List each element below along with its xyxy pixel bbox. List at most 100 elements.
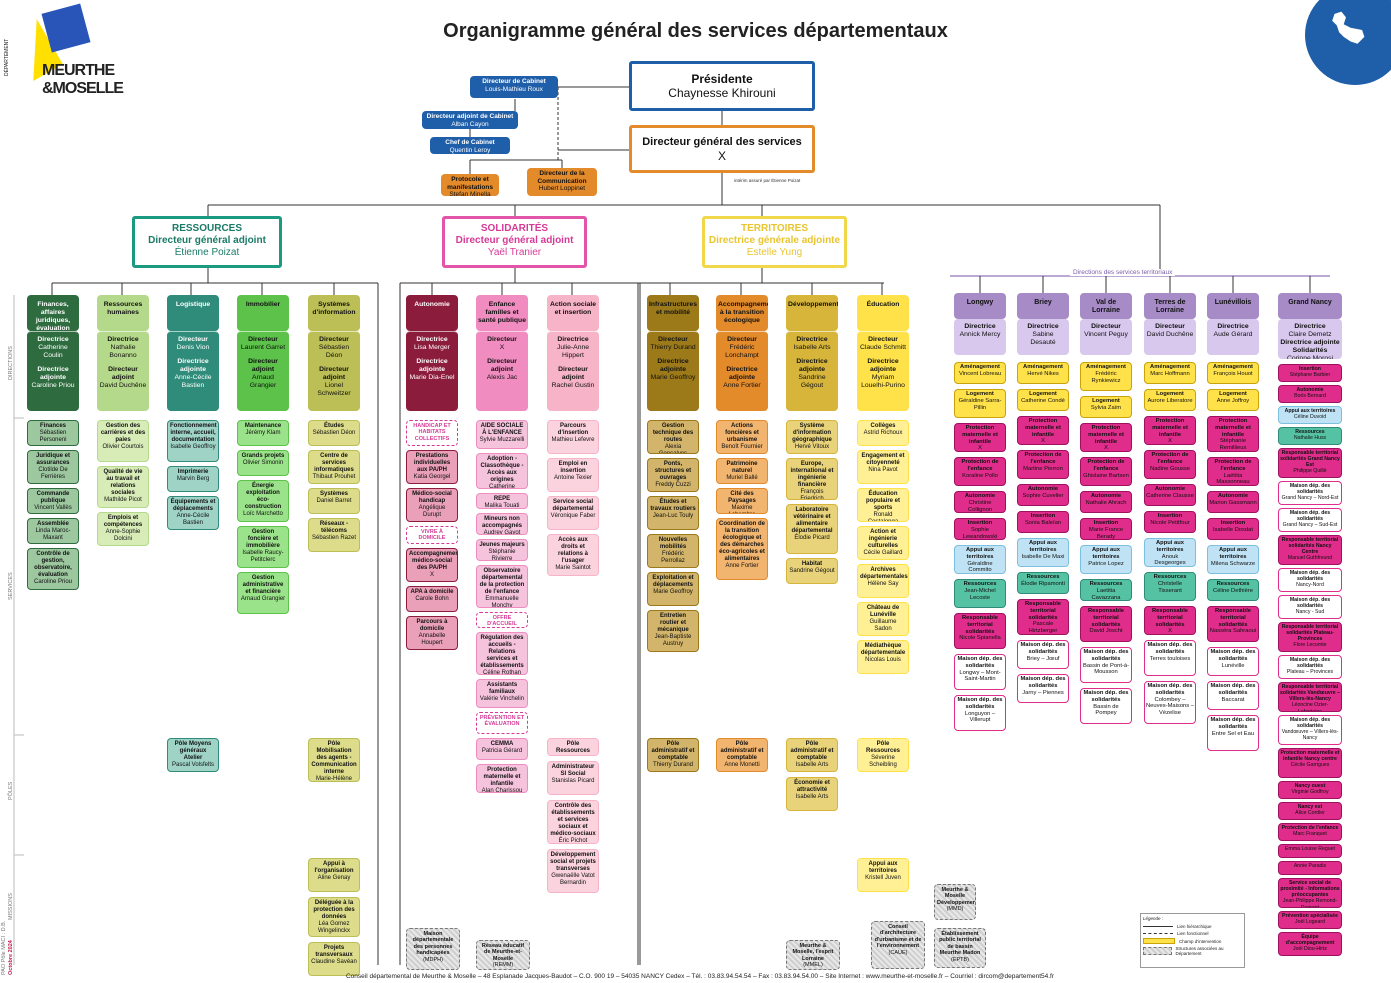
side-label-2: PÔLES [8, 781, 14, 800]
box-title: Gestion technique des routes [652, 423, 694, 444]
box-person: Marie-Hélène Rabemananjara [315, 776, 352, 782]
box-title: Insertion [1299, 366, 1321, 372]
box-person: Katia Georgel [413, 474, 451, 481]
box-title: Responsable territorial solidarités [1087, 608, 1125, 628]
leader-role: Directrice [1217, 323, 1249, 330]
box-person: Bassin de Pompey [1093, 703, 1119, 717]
pole-header-name: Yaël Tranier [487, 246, 542, 258]
box-title: Adoption - Classothèque - Accès aux orig… [480, 456, 524, 484]
direction-head-1: Ressources humaines [97, 295, 149, 331]
box-person: Aurore Liberatore [1147, 397, 1193, 404]
legend-row: Structures associées au Département [1143, 946, 1242, 956]
footer: Conseil départemental de Meurthe & Mosel… [345, 973, 1055, 980]
box-person: Annie Paradis [1293, 863, 1327, 869]
box-person: Stefan Minella [449, 191, 491, 196]
leader-name: Frédéric Lonchampt [725, 344, 759, 360]
box-person: Catherine Clausse [1146, 492, 1194, 499]
territory-item: Responsable territorial solidarités Plat… [1278, 622, 1342, 652]
leader-role: Directrice [416, 336, 448, 343]
legend: Légende : Lien hiérarchique Lien fonctio… [1140, 913, 1245, 968]
leader-role: Directeur [658, 336, 688, 343]
box-person: Colombey – Neuves-Maisons – Vézelise [1146, 696, 1195, 717]
box-title: Maison dép. des solidarités [1083, 690, 1129, 703]
box-title: Exploitation et déplacements [652, 575, 694, 589]
box-person: (REMM) [492, 962, 514, 969]
box-person: David Joscht [1089, 628, 1123, 635]
box-title: Contrôle des établissements et services … [550, 803, 596, 838]
box-title: Protection de l'enfance [1087, 459, 1125, 472]
box-title: Développement social et projets transver… [550, 852, 596, 873]
box-title: Responsable territorial solidarités [1024, 601, 1062, 621]
box-title: Appui à l'organisation [314, 861, 354, 875]
box-title: Entretien routier et mécanique [657, 613, 689, 634]
legend-row: Champ d'intervention [1143, 938, 1242, 944]
box-person: Joël Logeard [1295, 919, 1325, 926]
legend-item: Lien fonctionnel [1177, 931, 1209, 936]
box-title: Ponts, structures et ouvrages [654, 461, 692, 482]
box-title: Lunévillois [1214, 299, 1252, 306]
box-title: Grand Nancy [1288, 299, 1332, 306]
side-label-1: SERVICES [8, 572, 14, 600]
box-person: Alban Cayon [451, 120, 489, 128]
box-title: Parcours d'insertion [557, 423, 589, 437]
box-title: Accompagnement à la transition écologiqu… [718, 301, 768, 325]
box-person: Stéphanie Remillieux [1219, 438, 1247, 452]
box-person: (EPTB) [950, 956, 970, 963]
pole-box: Pôle RessourcesX [547, 738, 599, 756]
box-title: Protection de l'enfance [1024, 452, 1062, 465]
box-person: Claudine Savéan [311, 959, 357, 966]
box-person: Frédéric Perrollaz [661, 551, 685, 565]
box-title: Pôle administratif et comptable [790, 741, 834, 762]
associated-structure-5: Établissement public territorial de bass… [934, 928, 986, 968]
leader-name: Sandrine Gégout [798, 374, 826, 390]
box-person: Guillaume Sadon [869, 619, 897, 633]
box-title: Insertion [1093, 520, 1119, 526]
box-title: Pôle Moyens généraux Atelier [174, 741, 212, 762]
box-person: Malika Touati [484, 503, 520, 509]
box-person: Nathalie Huss [1293, 435, 1327, 442]
box-title: Projets transversaux [315, 945, 353, 959]
box-title: Appui aux territoires [1091, 547, 1121, 560]
box-person: Milena Schwarze [1210, 560, 1256, 567]
box-person: Anne Monetti [724, 762, 760, 769]
box-person: Patrice Lopez [1088, 560, 1124, 567]
box-title: Insertion [1220, 520, 1246, 526]
leader-role: Directeur [1091, 323, 1121, 330]
